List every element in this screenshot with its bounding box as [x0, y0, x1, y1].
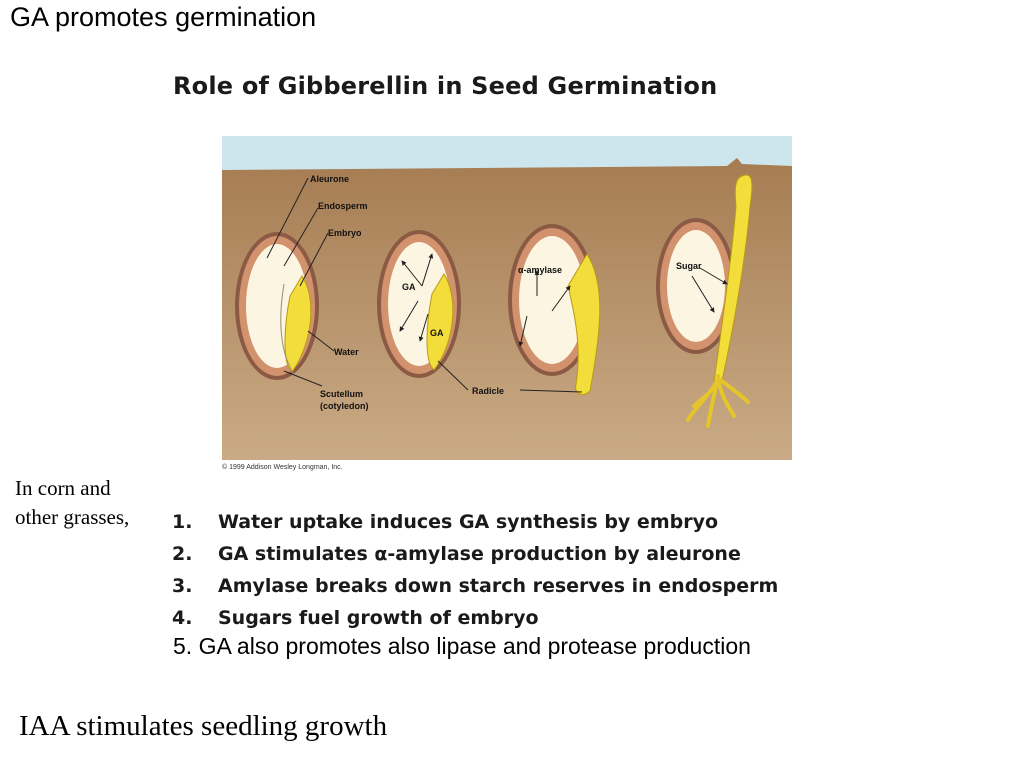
seed-3: [508, 224, 601, 395]
step-item: 3. Amylase breaks down starch reserves in…: [172, 572, 778, 604]
side-note-line-2: other grasses,: [15, 505, 130, 529]
sky-band: [222, 136, 792, 170]
copyright-notice: © 1999 Addison Wesley Longman, Inc.: [222, 464, 343, 471]
step-number: 1.: [172, 511, 193, 533]
label-ga-2: GA: [430, 328, 444, 338]
label-sugar: Sugar: [676, 261, 702, 271]
step-text: Sugars fuel growth of embryo: [218, 607, 539, 629]
step-number: 4.: [172, 607, 193, 629]
label-cotyledon: (cotyledon): [320, 401, 369, 411]
step-item: 2. GA stimulates α-amylase production by …: [172, 540, 778, 572]
seed-4: [656, 174, 753, 428]
diagram-title: Role of Gibberellin in Seed Germination: [173, 72, 718, 100]
step-text: Water uptake induces GA synthesis by emb…: [218, 511, 719, 533]
germination-diagram: Aleurone Endosperm Embryo Water Scutellu…: [222, 136, 792, 460]
side-note-line-1: In corn and: [15, 476, 111, 500]
label-amylase: α-amylase: [518, 265, 562, 275]
label-scutellum: Scutellum: [320, 389, 363, 399]
step-text: GA stimulates α-amylase production by al…: [218, 543, 741, 565]
label-aleurone: Aleurone: [310, 174, 349, 184]
step-item: 4. Sugars fuel growth of embryo: [172, 604, 778, 636]
seed-1: [235, 232, 319, 380]
side-note: In corn and other grasses,: [15, 474, 129, 532]
slide-title: GA promotes germination: [10, 2, 317, 32]
label-ga-1: GA: [402, 282, 416, 292]
label-embryo: Embryo: [328, 228, 362, 238]
step-number: 3.: [172, 575, 193, 597]
steps-list: 1. Water uptake induces GA synthesis by e…: [172, 508, 778, 636]
label-water: Water: [334, 347, 359, 357]
step-number: 2.: [172, 543, 193, 565]
label-radicle: Radicle: [472, 386, 504, 396]
label-endosperm: Endosperm: [318, 201, 368, 211]
soil-area: [222, 158, 792, 460]
extra-step: 5. GA also promotes also lipase and prot…: [173, 633, 751, 659]
seed-2: [377, 230, 461, 378]
step-text: Amylase breaks down starch reserves in e…: [218, 575, 779, 597]
roots: [686, 374, 750, 428]
step-item: 1. Water uptake induces GA synthesis by e…: [172, 508, 778, 540]
footer-text: IAA stimulates seedling growth: [19, 710, 388, 742]
